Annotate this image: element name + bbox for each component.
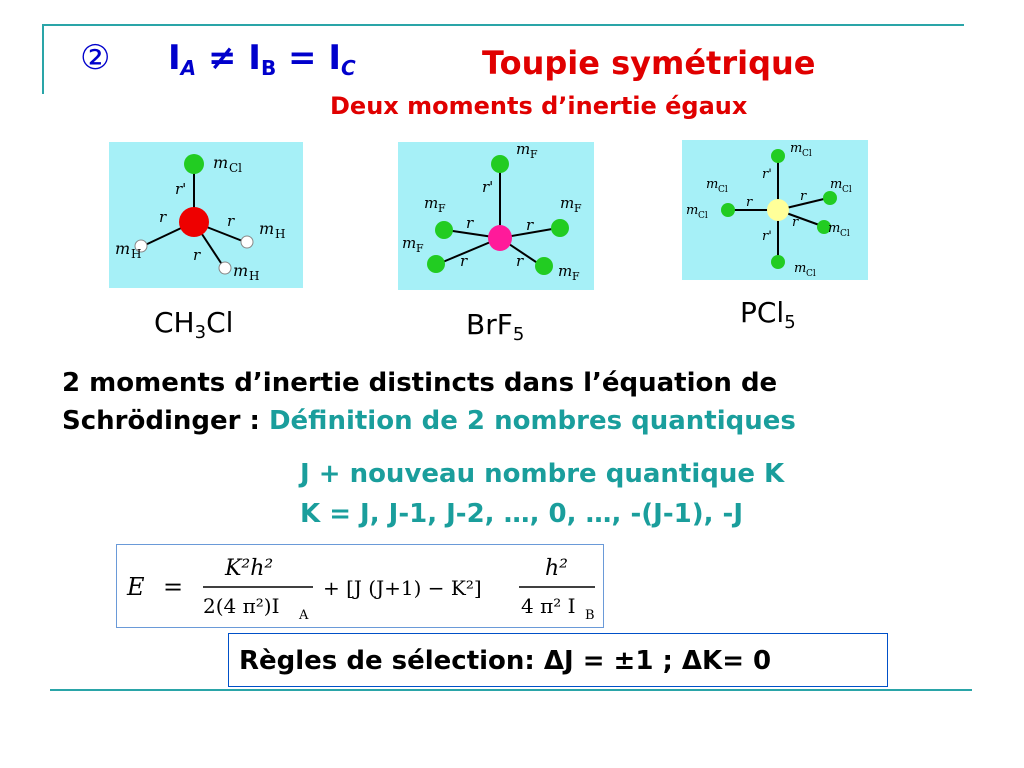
bond-label: r' [482,178,493,196]
mass-label-sub: Cl [802,149,812,159]
left-rule [42,24,44,94]
bond-label: r [792,215,799,230]
quantum-number-line: J + nouveau nombre quantique K [300,459,785,489]
bond-label: r' [762,167,772,182]
h-atom [218,261,232,275]
mass-label: m [828,221,840,236]
f-atom [491,155,509,173]
p-atom [767,199,789,221]
mass-label-sub: Cl [806,269,816,279]
pcl5-diagram: m Cl r' m Cl m Cl m Cl r r r m Cl r' m C… [682,140,868,280]
mass-label-sub: H [275,227,285,241]
cl-atom [771,255,785,269]
eq-frac1-den: 2(4 π²)I [203,594,279,618]
eq-frac1-num: K²h² [224,556,273,581]
bond-label: r [516,252,524,270]
slide-title: Toupie symétrique [482,44,816,82]
c-atom [179,207,209,237]
mass-label-sub: F [572,270,580,283]
mass-label-sub: Cl [840,229,850,239]
cl-atom [817,220,831,234]
mass-label-sub: Cl [842,185,852,195]
mass-label: m [424,194,438,212]
bond-label: r' [175,180,186,198]
mass-label: m [830,177,842,192]
selection-rules-box: Règles de sélection: ΔJ = ±1 ; ΔK= 0 [228,633,888,687]
bond-label: r [526,216,534,234]
inertia-relation: IA ≠ IB = IC [168,38,356,80]
h-atom [240,235,254,249]
ch3cl-diagram: m Cl r' r r r m H m H m H [109,142,303,288]
mass-label-sub: F [574,202,582,215]
mass-label-sub: Cl [718,185,728,195]
explanation-text: 2 moments d’inertie distincts dans l’équ… [62,364,796,440]
k-values-line: K = J, J-1, J-2, …, 0, …, -(J-1), -J [300,499,743,529]
f-atom [435,221,453,239]
explanation-line: Schrödinger : Définition de 2 nombres qu… [62,406,796,436]
bond-label: r [227,212,235,230]
eq-frac2-num: h² [545,556,568,581]
bond-label: r [466,214,474,232]
f-atom [427,255,445,273]
molecule-name-pcl5: PCl5 [740,296,796,333]
eq-frac1-den-sub: A [298,608,309,623]
bond-label: r [460,252,468,270]
bond-label: r' [762,229,772,244]
eq-middle: + [J (J+1) − K²] [323,576,482,600]
eq-equals: = [163,573,183,601]
cl-atom [771,149,785,163]
eq-lhs: E [126,573,145,601]
mass-label: m [686,203,698,218]
mass-label-sub: F [530,148,538,161]
top-rule [42,24,964,26]
mass-label: m [794,261,806,276]
eq-frac2-den: 4 π² I [521,594,576,618]
br-atom [488,225,512,251]
mass-label-sub: H [249,269,259,283]
mass-label-sub: Cl [229,161,242,175]
mass-label-sub: F [438,202,446,215]
bottom-rule [50,689,972,691]
mass-label: m [115,239,130,258]
bond-label: r [193,246,201,264]
brf5-diagram: m F r' m F m F r r m F r r m F [398,142,594,290]
mass-label: m [402,234,416,252]
cl-atom [184,154,204,174]
f-atom [551,219,569,237]
bond-label: r [800,189,807,204]
mass-label: m [516,142,530,158]
energy-equation: E = K²h² 2(4 π²)I A + [J (J+1) − K²] h² … [116,544,604,628]
bond-label: r [746,195,753,210]
mass-label: m [560,194,574,212]
eq-frac2-den-sub: B [585,608,595,623]
mass-label: m [213,153,228,172]
mass-label-sub: F [416,242,424,255]
molecule-name-ch3cl: CH3Cl [154,306,234,343]
mass-label-sub: Cl [698,211,708,221]
mass-label: m [790,141,802,156]
mass-label: m [706,177,718,192]
mass-label-sub: H [131,247,141,261]
mass-label: m [259,219,274,238]
cl-atom [721,203,735,217]
explanation-line: 2 moments d’inertie distincts dans l’équ… [62,368,778,398]
f-atom [535,257,553,275]
mass-label: m [558,262,572,280]
mass-label: m [233,261,248,280]
bond-label: r [159,208,167,226]
cl-atom [823,191,837,205]
molecule-name-brf5: BrF5 [466,308,525,345]
h-atom [134,239,148,253]
item-number: ② [80,38,111,78]
slide-subtitle: Deux moments d’inertie égaux [330,92,748,120]
